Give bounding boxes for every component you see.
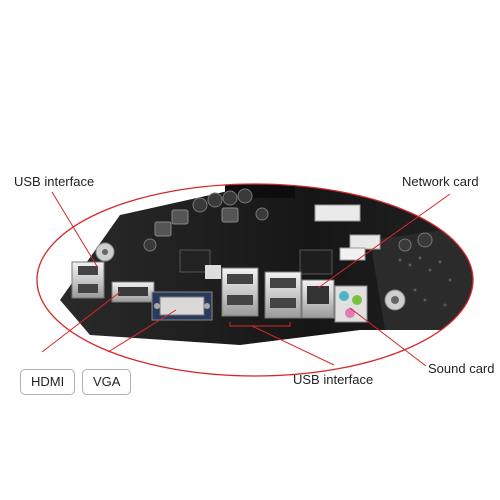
audio-jacks (334, 285, 368, 323)
pointer-sound (349, 307, 427, 367)
hdmi-label: HDMI (20, 369, 76, 395)
highlight-oval (36, 183, 474, 377)
vga-label: VGA (82, 369, 132, 395)
network-card-label: Network card (402, 174, 479, 189)
pointer-usb-bottom (251, 325, 335, 366)
board-region (37, 184, 473, 376)
usb-interface-bottom-label: USB interface (293, 372, 374, 387)
usb-interface-left-label: USB interface (14, 174, 95, 189)
pointer-lines (41, 191, 451, 367)
pointer-network (317, 193, 451, 289)
hdmi-port (111, 281, 155, 303)
usb-port-left (71, 261, 105, 299)
usb-port-middle (221, 267, 302, 319)
pointer-vga (107, 309, 177, 353)
pointer-usb-left (51, 191, 99, 269)
vga-port (151, 291, 213, 321)
pointer-hdmi (41, 291, 121, 353)
sound-card-label: Sound card (428, 361, 495, 376)
network-port (301, 279, 335, 319)
